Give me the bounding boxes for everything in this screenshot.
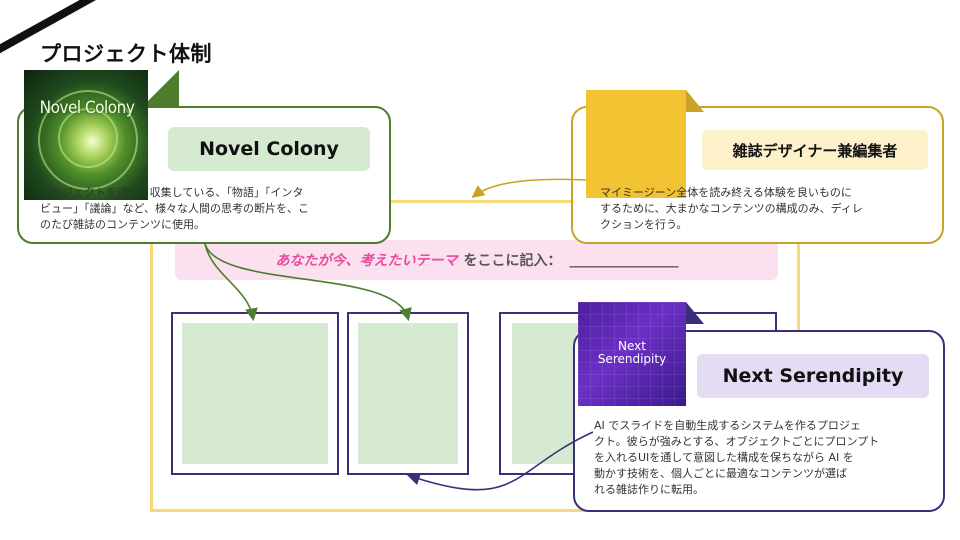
magazine-page-2-content [358,323,458,464]
arrow-novel-colony-to-page-1 [204,243,258,322]
editor-desc-line: するために、大まかなコンテンツの構成のみ、ディレ [600,202,863,215]
editor-desc-line: マイミージーン全体を読み終える体験を良いものに [600,186,852,199]
next-serendipity-desc-line: クト。彼らが強みとする、オブジェクトごとにプロンプト [594,435,880,448]
next-serendipity-tab [686,302,704,324]
theme-prompt-strip: あなたが今、考えたいテーマ をここに記入： __________________ [175,240,778,280]
next-serendipity-logo-image: Next Serendipity [578,302,686,406]
editor-tab [686,90,704,112]
novel-colony-desc-line: ビュー」「議論」など、様々な人間の思考の断片を、こ [40,202,309,215]
next-serendipity-logo-line: Serendipity [597,352,667,366]
arrow-editor-to-frame [471,178,587,198]
theme-prompt-label: をここに記入： [463,253,562,269]
arrow-novel-colony-to-page-2 [204,243,412,322]
novel-colony-logo-image: Novel Colony [24,70,148,200]
arrow-next-serendipity-to-page-3 [406,431,594,491]
novel-colony-tab [143,70,179,106]
next-serendipity-desc-line: 動かす技術を、個人ごとに最適なコンテンツが選ば [594,467,847,480]
next-serendipity-logo-line: Next [618,339,646,353]
next-serendipity-desc-line: AI でスライドを自動生成するシステムを作るプロジェ [594,419,861,432]
editor-desc-line: クションを行う。 [600,218,688,231]
novel-colony-logo-text: Novel Colony [39,98,135,118]
editor-image-placeholder [586,90,686,198]
magazine-page-1-content [182,323,328,464]
editor-title: 雑誌デザイナー兼編集者 [702,130,928,170]
novel-colony-desc-line: のたび雑誌のコンテンツに使用。 [40,218,205,231]
novel-colony-description: プロジェクトを通して収集している、「物語」「インタ ビュー」「議論」など、様々な… [40,185,385,233]
theme-prompt-highlight: あなたが今、考えたいテーマ [275,253,458,269]
editor-description: マイミージーン全体を読み終える体験を良いものに するために、大まかなコンテンツの… [600,185,935,233]
page-title: プロジェクト体制 [40,42,212,66]
novel-colony-title: Novel Colony [168,127,370,171]
next-serendipity-description: AI でスライドを自動生成するシステムを作るプロジェ クト。彼らが強みとする、オ… [594,418,939,498]
magazine-page-2 [347,312,469,475]
next-serendipity-desc-line: れる雑誌作りに転用。 [594,483,704,496]
novel-colony-desc-line: プロジェクトを通して収集している、「物語」「インタ [40,186,304,199]
next-serendipity-title: Next Serendipity [697,354,929,398]
theme-prompt-blank: __________________ [569,252,679,268]
next-serendipity-desc-line: を入れるUIを通して意図した構成を保ちながら AI を [594,451,854,464]
magazine-page-1 [171,312,339,475]
